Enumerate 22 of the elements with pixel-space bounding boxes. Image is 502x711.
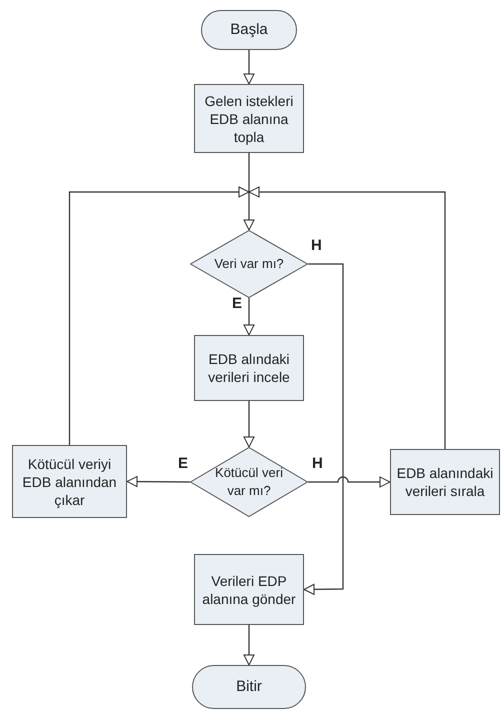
node-text: EDB alanındaki verileri sırala [396, 464, 494, 500]
terminal-shape [192, 665, 306, 709]
terminal-shape [201, 10, 297, 50]
edge-label: E [232, 296, 242, 312]
node-text: Gelen istekleri EDB alanına topla [204, 92, 294, 146]
process-box [194, 335, 304, 401]
edge-label: H [311, 238, 322, 254]
decision-diamond [190, 447, 308, 517]
edge-label: E [178, 456, 188, 472]
edge-label: H [312, 456, 323, 472]
node-text: EDB alındaki verileri incele [207, 350, 291, 386]
node-text: Kötücül veriyi EDB alanından çıkar [21, 454, 118, 508]
node-text: Verileri EDP alanına gönder [201, 572, 297, 608]
node-text: Veri var mı? [214, 255, 284, 273]
process-box [12, 445, 127, 518]
process-box [194, 84, 304, 153]
decision-diamond [190, 230, 308, 298]
process-box [390, 449, 500, 515]
node-text: Kötücül veri var mı? [214, 464, 284, 500]
process-box [194, 554, 304, 625]
node-text: Bitir [236, 678, 262, 696]
node-text: Başla [230, 21, 268, 39]
